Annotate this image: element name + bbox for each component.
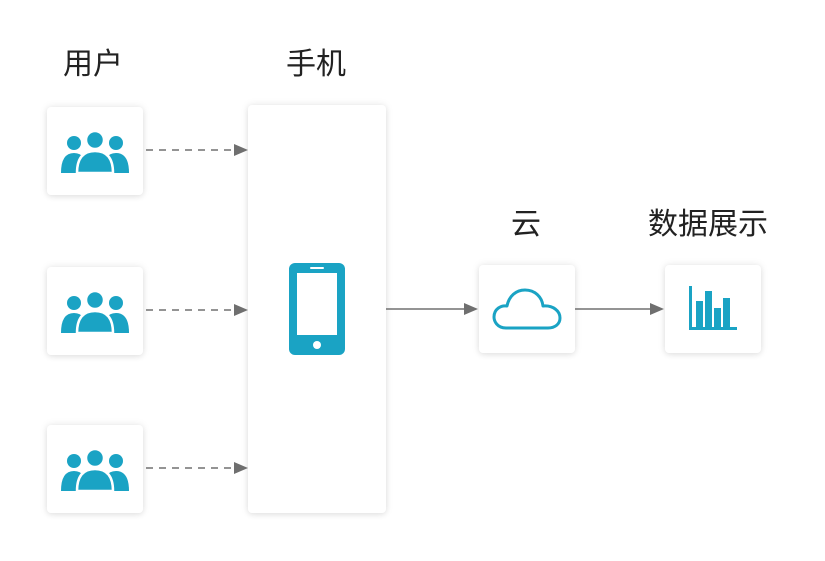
phone-label: 手机 bbox=[286, 47, 346, 82]
bar-chart-icon bbox=[689, 286, 737, 330]
user-node bbox=[47, 107, 143, 195]
display-node bbox=[665, 265, 761, 353]
arrowhead bbox=[234, 144, 248, 156]
phone-node bbox=[248, 105, 386, 513]
smartphone-icon bbox=[289, 263, 345, 355]
arrowhead bbox=[234, 462, 248, 474]
user-group-icon bbox=[61, 129, 129, 173]
arrowhead bbox=[464, 303, 478, 315]
user-node bbox=[47, 425, 143, 513]
arrowhead bbox=[234, 304, 248, 316]
cloud-node bbox=[479, 265, 575, 353]
display-label: 数据展示 bbox=[648, 207, 768, 242]
arrowhead bbox=[650, 303, 664, 315]
user-group-icon bbox=[61, 447, 129, 491]
cloud-icon bbox=[492, 288, 562, 330]
users-label: 用户 bbox=[63, 47, 123, 82]
cloud-label: 云 bbox=[511, 207, 541, 242]
user-group-icon bbox=[61, 289, 129, 333]
user-node bbox=[47, 267, 143, 355]
